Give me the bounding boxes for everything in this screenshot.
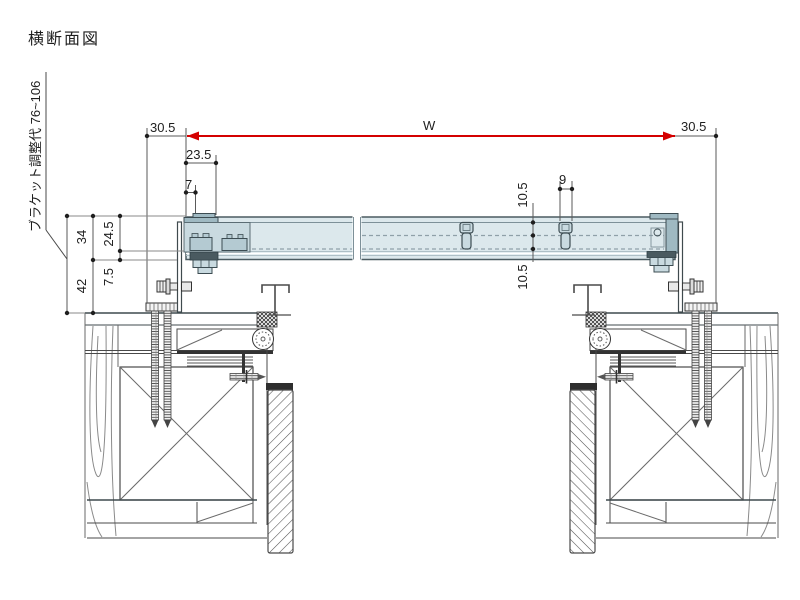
width-dimension	[187, 131, 675, 141]
dim-screw-width: 9	[559, 172, 566, 187]
dim-bracket-offset: 23.5	[186, 147, 211, 162]
dim-case-inner: 24.5	[101, 221, 116, 246]
dim-case-height: 34	[74, 230, 89, 244]
dim-right-offset: 30.5	[681, 119, 706, 134]
dimension-lines	[66, 128, 717, 314]
dim-case-upper: 10.5	[515, 182, 530, 207]
break-line	[352, 215, 362, 261]
wall-assembly-left	[84, 284, 294, 554]
case-rivet	[459, 221, 474, 250]
dim-width: W	[423, 118, 436, 133]
wall-assembly-right	[569, 284, 779, 554]
dimension-points	[64, 133, 719, 316]
dim-case-lower: 10.5	[515, 264, 530, 289]
callout-bracket-adjust: ブラケット調整代 76~106	[28, 72, 68, 260]
dim-bracket-drop: 42	[74, 279, 89, 293]
bracket-left	[156, 221, 192, 313]
callout-label: ブラケット調整代 76~106	[28, 81, 43, 232]
bracket-right	[668, 221, 704, 313]
dim-lip: 7	[185, 177, 192, 192]
dim-flange: 7.5	[101, 268, 116, 286]
case-rivet	[558, 221, 573, 250]
drawing-title: 横断面図	[28, 30, 100, 48]
dim-left-offset: 30.5	[150, 120, 175, 135]
case-left-cap	[183, 213, 251, 274]
shutter-case	[183, 213, 679, 274]
